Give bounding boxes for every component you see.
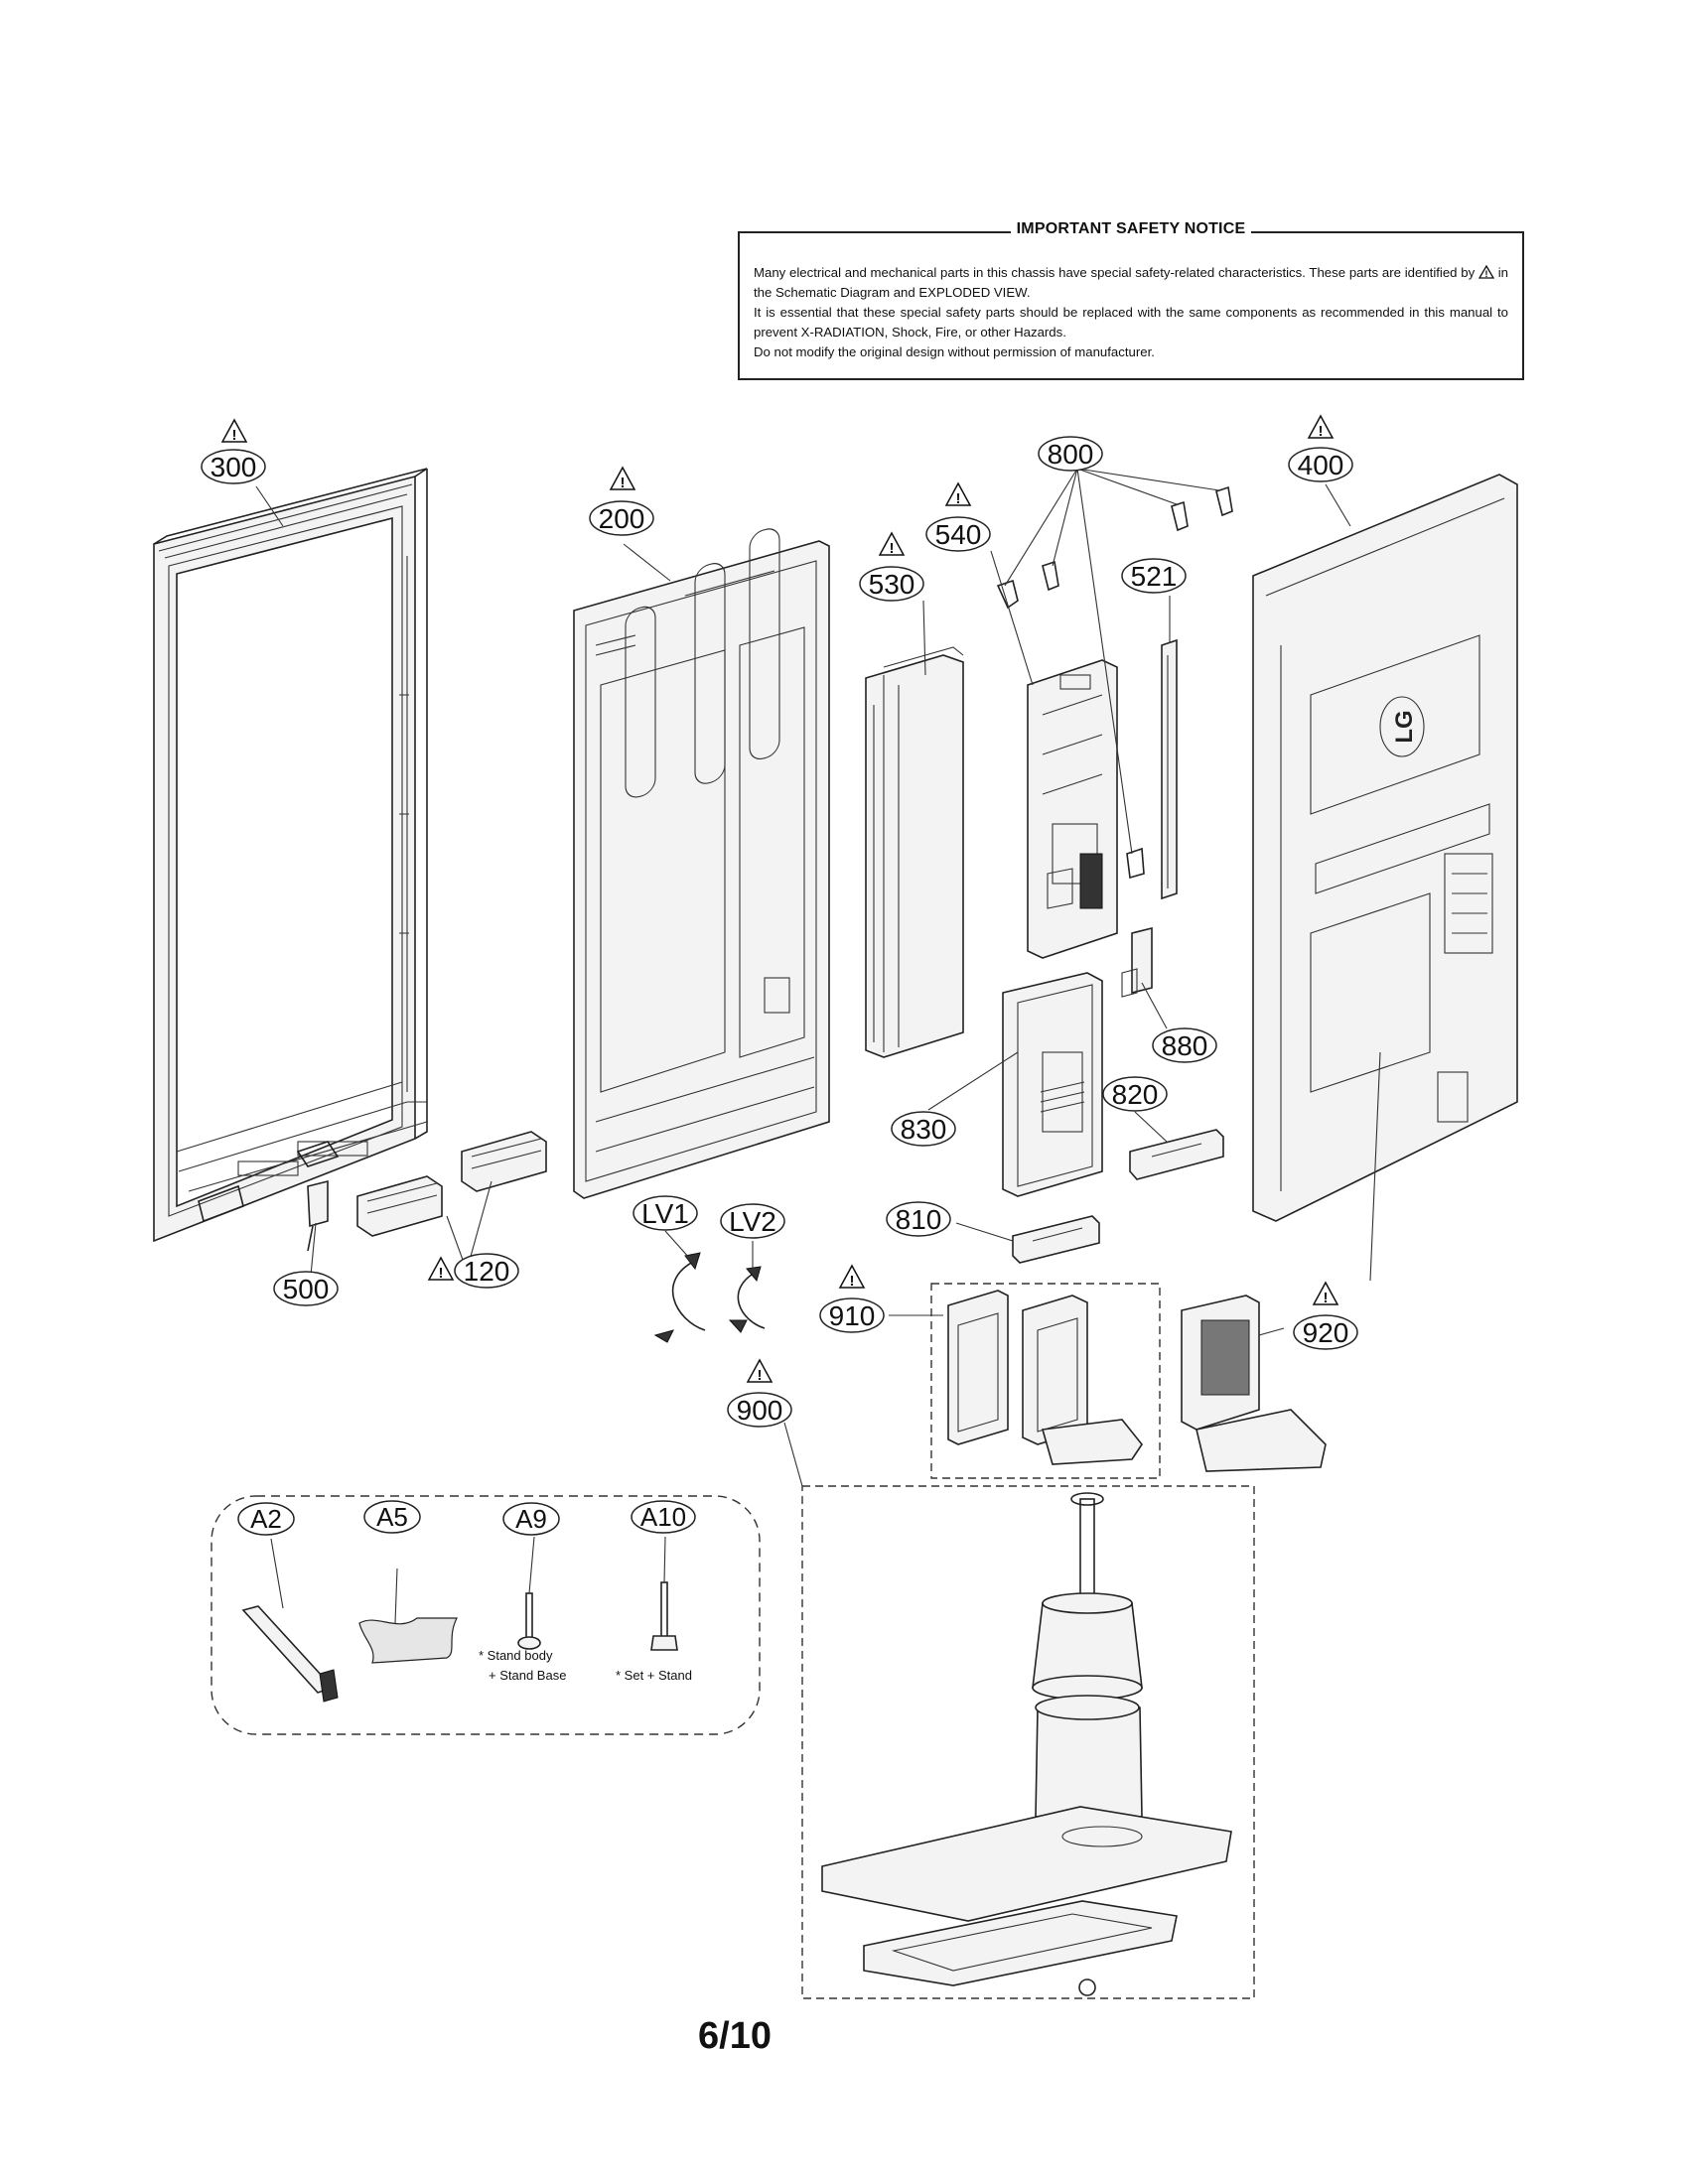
part-label: 300 bbox=[211, 452, 257, 482]
a9-note-line-2: + Stand Base bbox=[489, 1668, 566, 1683]
part-820-bracket bbox=[1129, 1129, 1224, 1180]
part-label: 500 bbox=[283, 1274, 330, 1304]
callout-800: 800 bbox=[1038, 436, 1103, 472]
part-label: 830 bbox=[901, 1114, 947, 1145]
accessory-a9-screw bbox=[517, 1592, 541, 1650]
part-label: 900 bbox=[737, 1395, 783, 1426]
callout-540: 540 bbox=[925, 482, 991, 552]
part-880-bracket bbox=[1121, 926, 1153, 998]
callout-a10: A10 bbox=[631, 1500, 696, 1534]
callout-a9: A9 bbox=[502, 1502, 560, 1536]
part-200-chassis-frame bbox=[573, 528, 830, 1199]
accessory-a5-tape bbox=[358, 1617, 458, 1664]
warning-triangle-icon: ! bbox=[1477, 264, 1495, 279]
warning-triangle-icon bbox=[1308, 415, 1334, 441]
callout-lv1: LV1 bbox=[633, 1195, 698, 1231]
part-500-bracket bbox=[307, 1179, 329, 1252]
part-label: 820 bbox=[1112, 1079, 1159, 1110]
back-cover-logo: LG bbox=[1391, 710, 1418, 743]
callout-500: 500 bbox=[273, 1271, 339, 1306]
svg-text:!: ! bbox=[1484, 269, 1487, 279]
callout-820: 820 bbox=[1102, 1076, 1168, 1112]
notice-line-3: It is essential that these special safet… bbox=[754, 305, 1508, 340]
callout-a2: A2 bbox=[237, 1502, 295, 1536]
part-lv-cables bbox=[653, 1252, 766, 1343]
accessory-panel bbox=[211, 1495, 761, 1735]
callout-830: 830 bbox=[891, 1111, 956, 1147]
part-920-stand-neck-cover bbox=[1181, 1295, 1327, 1472]
callout-300: 300 bbox=[201, 419, 266, 484]
part-810-bracket bbox=[1012, 1215, 1100, 1264]
part-830-terminal-plate bbox=[1002, 972, 1103, 1197]
part-label: 920 bbox=[1303, 1317, 1349, 1348]
a10-note-line-1: * Set + Stand bbox=[616, 1668, 692, 1683]
part-label: 810 bbox=[896, 1204, 942, 1235]
notice-line-1: Many electrical and mechanical parts in … bbox=[754, 265, 1476, 280]
a9-note-line-1: * Stand body bbox=[479, 1648, 553, 1663]
page-number: 6/10 bbox=[698, 2015, 772, 2057]
warning-triangle-icon bbox=[945, 482, 971, 508]
callout-120: 120 bbox=[428, 1253, 519, 1289]
warning-triangle-icon bbox=[879, 532, 905, 558]
part-label: 910 bbox=[829, 1300, 876, 1331]
part-label: 120 bbox=[464, 1256, 510, 1287]
callout-a5: A5 bbox=[363, 1500, 421, 1534]
part-800-screws bbox=[996, 485, 1233, 880]
part-400-back-cover: LG bbox=[1252, 474, 1518, 1282]
part-label: 880 bbox=[1162, 1030, 1208, 1061]
accessory-label: A5 bbox=[376, 1502, 408, 1532]
accessory-a2-cover bbox=[241, 1605, 339, 1703]
callout-530: 530 bbox=[859, 532, 924, 602]
safety-notice-title: IMPORTANT SAFETY NOTICE bbox=[1010, 220, 1252, 237]
part-530-power-board bbox=[865, 646, 964, 1058]
warning-triangle-icon bbox=[747, 1359, 773, 1385]
accessory-label: A2 bbox=[250, 1504, 282, 1534]
part-910-stand-bracket bbox=[930, 1283, 1161, 1479]
callout-400: 400 bbox=[1288, 415, 1353, 482]
notice-line-4: Do not modify the original design withou… bbox=[754, 344, 1155, 359]
callout-810: 810 bbox=[886, 1201, 951, 1237]
leader-lines bbox=[255, 468, 1351, 1624]
notice-line-2: in the Schematic Diagram and EXPLODED VI… bbox=[754, 265, 1508, 300]
accessory-a10-screw bbox=[650, 1581, 678, 1651]
warning-triangle-icon bbox=[610, 467, 635, 492]
part-900-stand-assembly bbox=[801, 1485, 1255, 1999]
accessory-label: A9 bbox=[515, 1504, 547, 1534]
part-label: 200 bbox=[599, 503, 645, 534]
callout-880: 880 bbox=[1152, 1027, 1217, 1063]
callout-920: 920 bbox=[1293, 1282, 1358, 1350]
accessory-label: A10 bbox=[640, 1502, 686, 1532]
part-label: LV2 bbox=[729, 1206, 776, 1237]
safety-notice-body: Many electrical and mechanical parts in … bbox=[754, 263, 1508, 362]
part-540-main-board bbox=[1027, 659, 1118, 959]
callout-200: 200 bbox=[589, 467, 654, 536]
part-label: 400 bbox=[1298, 450, 1344, 480]
part-300-front-bezel bbox=[153, 468, 428, 1243]
part-label: 521 bbox=[1131, 561, 1178, 592]
part-label: LV1 bbox=[641, 1198, 689, 1229]
callout-lv2: LV2 bbox=[720, 1203, 785, 1239]
safety-notice-box: IMPORTANT SAFETY NOTICE Many electrical … bbox=[738, 220, 1524, 380]
callout-910: 910 bbox=[819, 1265, 885, 1333]
part-label: 800 bbox=[1048, 439, 1094, 470]
warning-triangle-icon bbox=[221, 419, 247, 445]
warning-triangle-icon bbox=[839, 1265, 865, 1291]
part-label: 530 bbox=[869, 569, 915, 600]
callout-521: 521 bbox=[1121, 558, 1187, 594]
warning-triangle-icon bbox=[1313, 1282, 1338, 1307]
part-521-strip bbox=[1161, 638, 1178, 900]
part-label: 540 bbox=[935, 519, 982, 550]
warning-triangle-icon bbox=[428, 1257, 454, 1283]
part-120-speakers bbox=[356, 1131, 547, 1237]
callout-900: 900 bbox=[727, 1359, 792, 1428]
